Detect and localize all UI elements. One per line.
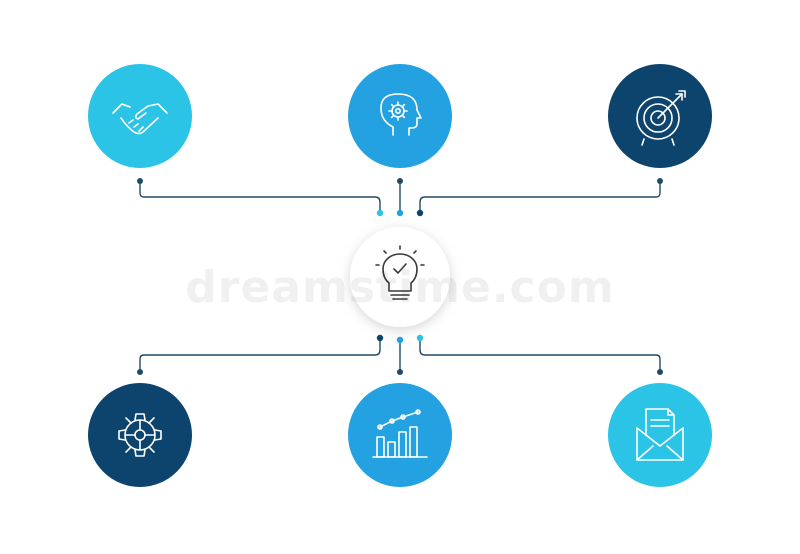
dot <box>137 178 143 184</box>
connector-dots <box>137 178 663 375</box>
node-mail <box>608 383 712 487</box>
dot <box>397 178 403 184</box>
lightbulb-check-icon <box>375 245 425 300</box>
dot <box>376 334 384 342</box>
dot <box>657 178 663 184</box>
dot <box>396 336 404 344</box>
dot <box>416 334 424 342</box>
growth-chart-icon <box>372 409 428 458</box>
connector-gear <box>139 338 381 372</box>
dot <box>657 369 663 375</box>
envelope-letter-icon <box>636 408 684 461</box>
connector-lines <box>139 181 661 372</box>
handshake-icon <box>112 103 168 135</box>
dot <box>137 369 143 375</box>
node-head-gear <box>348 64 452 168</box>
target-icon <box>636 90 686 146</box>
head-gear-icon <box>380 93 422 136</box>
node-handshake <box>88 64 192 168</box>
node-growth-chart <box>348 383 452 487</box>
dot <box>396 209 404 217</box>
dot <box>376 209 384 217</box>
node-target <box>608 64 712 168</box>
dot <box>416 209 424 217</box>
node-circle <box>88 64 192 168</box>
hub <box>350 227 450 327</box>
node-gear <box>88 383 192 487</box>
connector-target <box>419 181 661 213</box>
connector-handshake <box>139 181 381 213</box>
node-circle <box>608 383 712 487</box>
dot <box>397 369 403 375</box>
connector-mail <box>419 338 661 372</box>
node-circle <box>88 383 192 487</box>
hub-circle <box>350 227 450 327</box>
gear-icon <box>118 413 162 457</box>
node-circle <box>348 383 452 487</box>
